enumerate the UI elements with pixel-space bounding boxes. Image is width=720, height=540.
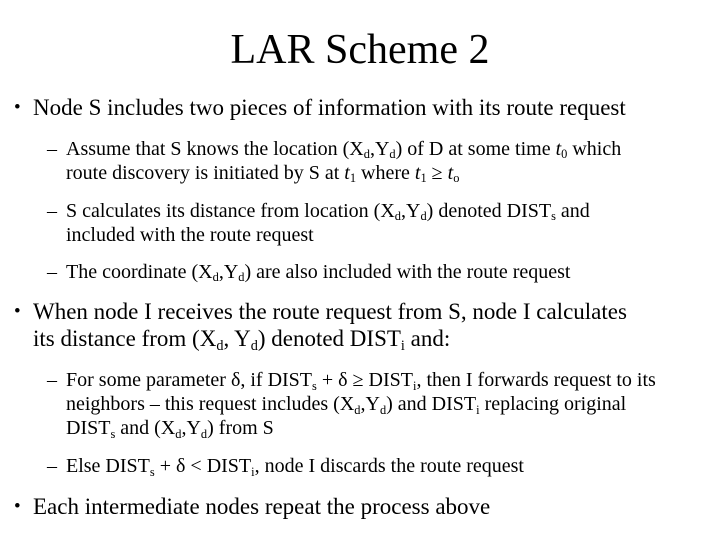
text-run: Else DIST [66,455,150,478]
text-run: , then I forwards request to its [416,369,656,392]
sub-bullet-text: Else DISTs + δ < DISTi, node I discards … [66,454,714,478]
sub-bullet-item-4: – For some parameter δ, if DISTs + δ ≥ D… [47,368,720,440]
text-run: ) from S [207,417,274,440]
text-run: where [356,161,415,184]
bullet-marker: • [14,496,21,518]
text-run: and (X [115,417,176,440]
subscript-run: d [354,402,361,417]
dash-marker: – [47,260,57,283]
text-run: ) denoted DIST [426,199,552,222]
sub-bullet-text: The coordinate (Xd,Yd) are also included… [66,260,714,284]
dash-marker: – [47,199,57,222]
subscript-run: s [149,464,155,479]
text-run: ,Y [218,260,239,283]
text-run: , node I discards the route request [254,455,524,478]
text-run: The coordinate (X [66,260,213,283]
text-run: , Y [223,325,251,351]
text-run: route discovery is initiated by S at [66,161,345,184]
subscript-run: i [412,378,417,393]
text-run: ) are also included with the route reque… [244,260,571,283]
text-run: which [567,137,622,160]
sub-bullet-text: Assume that S knows the location (Xd,Yd)… [66,137,714,185]
text-run: Each intermediate nodes repeat the proce… [33,494,491,520]
bullet-marker: • [14,97,21,119]
bullet-item-1: • Node S includes two pieces of informat… [14,95,720,122]
subscript-run: d [420,209,427,224]
subscript-run: o [453,171,460,186]
subscript-run: i [400,337,405,354]
text-run: S calculates its distance from location … [66,199,395,222]
bullet-text: Each intermediate nodes repeat the proce… [33,494,714,521]
subscript-run: s [110,426,116,441]
sub-bullet-item-3: – The coordinate (Xd,Yd) are also includ… [47,260,720,284]
subscript-run: d [216,337,224,354]
subscript-run: s [551,209,556,224]
text-run: and: [404,325,451,351]
sub-bullet-item-5: – Else DISTs + δ < DISTi, node I discard… [47,454,720,478]
slide-body: • Node S includes two pieces of informat… [0,95,720,521]
subscript-run: s [312,378,317,393]
text-run: ,Y [401,199,421,222]
bullet-marker: • [14,300,21,322]
sub-bullet-text: For some parameter δ, if DISTs + δ ≥ DIS… [66,368,714,440]
text-run: ≥ [426,161,448,184]
text-run: t [414,161,421,184]
subscript-run: i [251,464,255,479]
text-run: and [555,199,590,222]
text-run: t [447,161,454,184]
text-run: + δ < DIST [154,455,252,478]
subscript-run: 0 [561,147,568,162]
subscript-run: i [476,402,480,417]
subscript-run: d [389,147,396,162]
text-run: ) and DIST [386,393,477,416]
text-run: included with the route request [66,223,314,246]
text-run: neighbors – this request includes (X [66,393,355,416]
subscript-run: d [212,270,219,285]
dash-marker: – [47,369,57,392]
subscript-run: d [379,402,387,417]
text-run: Node S includes two pieces of informatio… [33,95,626,121]
subscript-run: d [200,426,208,441]
bullet-text: When node I receives the route request f… [33,298,714,354]
sub-bullet-item-2: – S calculates its distance from locatio… [47,199,720,247]
text-run: ) denoted DIST [257,325,401,351]
text-run: t [555,137,562,160]
text-run: ,Y [369,137,390,160]
subscript-run: d [363,147,370,162]
text-run: t [344,161,350,184]
subscript-run: 1 [349,171,357,186]
text-run: DIST [66,417,111,440]
dash-marker: – [47,137,57,160]
subscript-run: d [250,337,258,354]
text-run: ,Y [181,417,201,440]
sub-bullet-item-1: – Assume that S knows the location (Xd,Y… [47,137,720,185]
text-run: + δ ≥ DIST [316,369,413,392]
text-run: replacing original [479,393,627,416]
subscript-run: 1 [420,171,427,186]
text-run: For some parameter δ, if DIST [66,369,313,392]
text-run: its distance from (X [33,325,217,351]
text-run: ) of D at some time [395,137,556,160]
bullet-text: Node S includes two pieces of informatio… [33,95,714,122]
slide-title: LAR Scheme 2 [230,27,490,73]
subscript-run: d [394,209,401,224]
subscript-run: d [175,426,182,441]
dash-marker: – [47,455,57,478]
text-run: ,Y [360,393,380,416]
text-run: Assume that S knows the location (X [66,137,364,160]
bullet-item-2: • When node I receives the route request… [14,298,720,354]
sub-bullet-text: S calculates its distance from location … [66,199,714,247]
bullet-item-3: • Each intermediate nodes repeat the pro… [14,494,720,521]
text-run: When node I receives the route request f… [33,298,627,324]
subscript-run: d [238,270,245,285]
